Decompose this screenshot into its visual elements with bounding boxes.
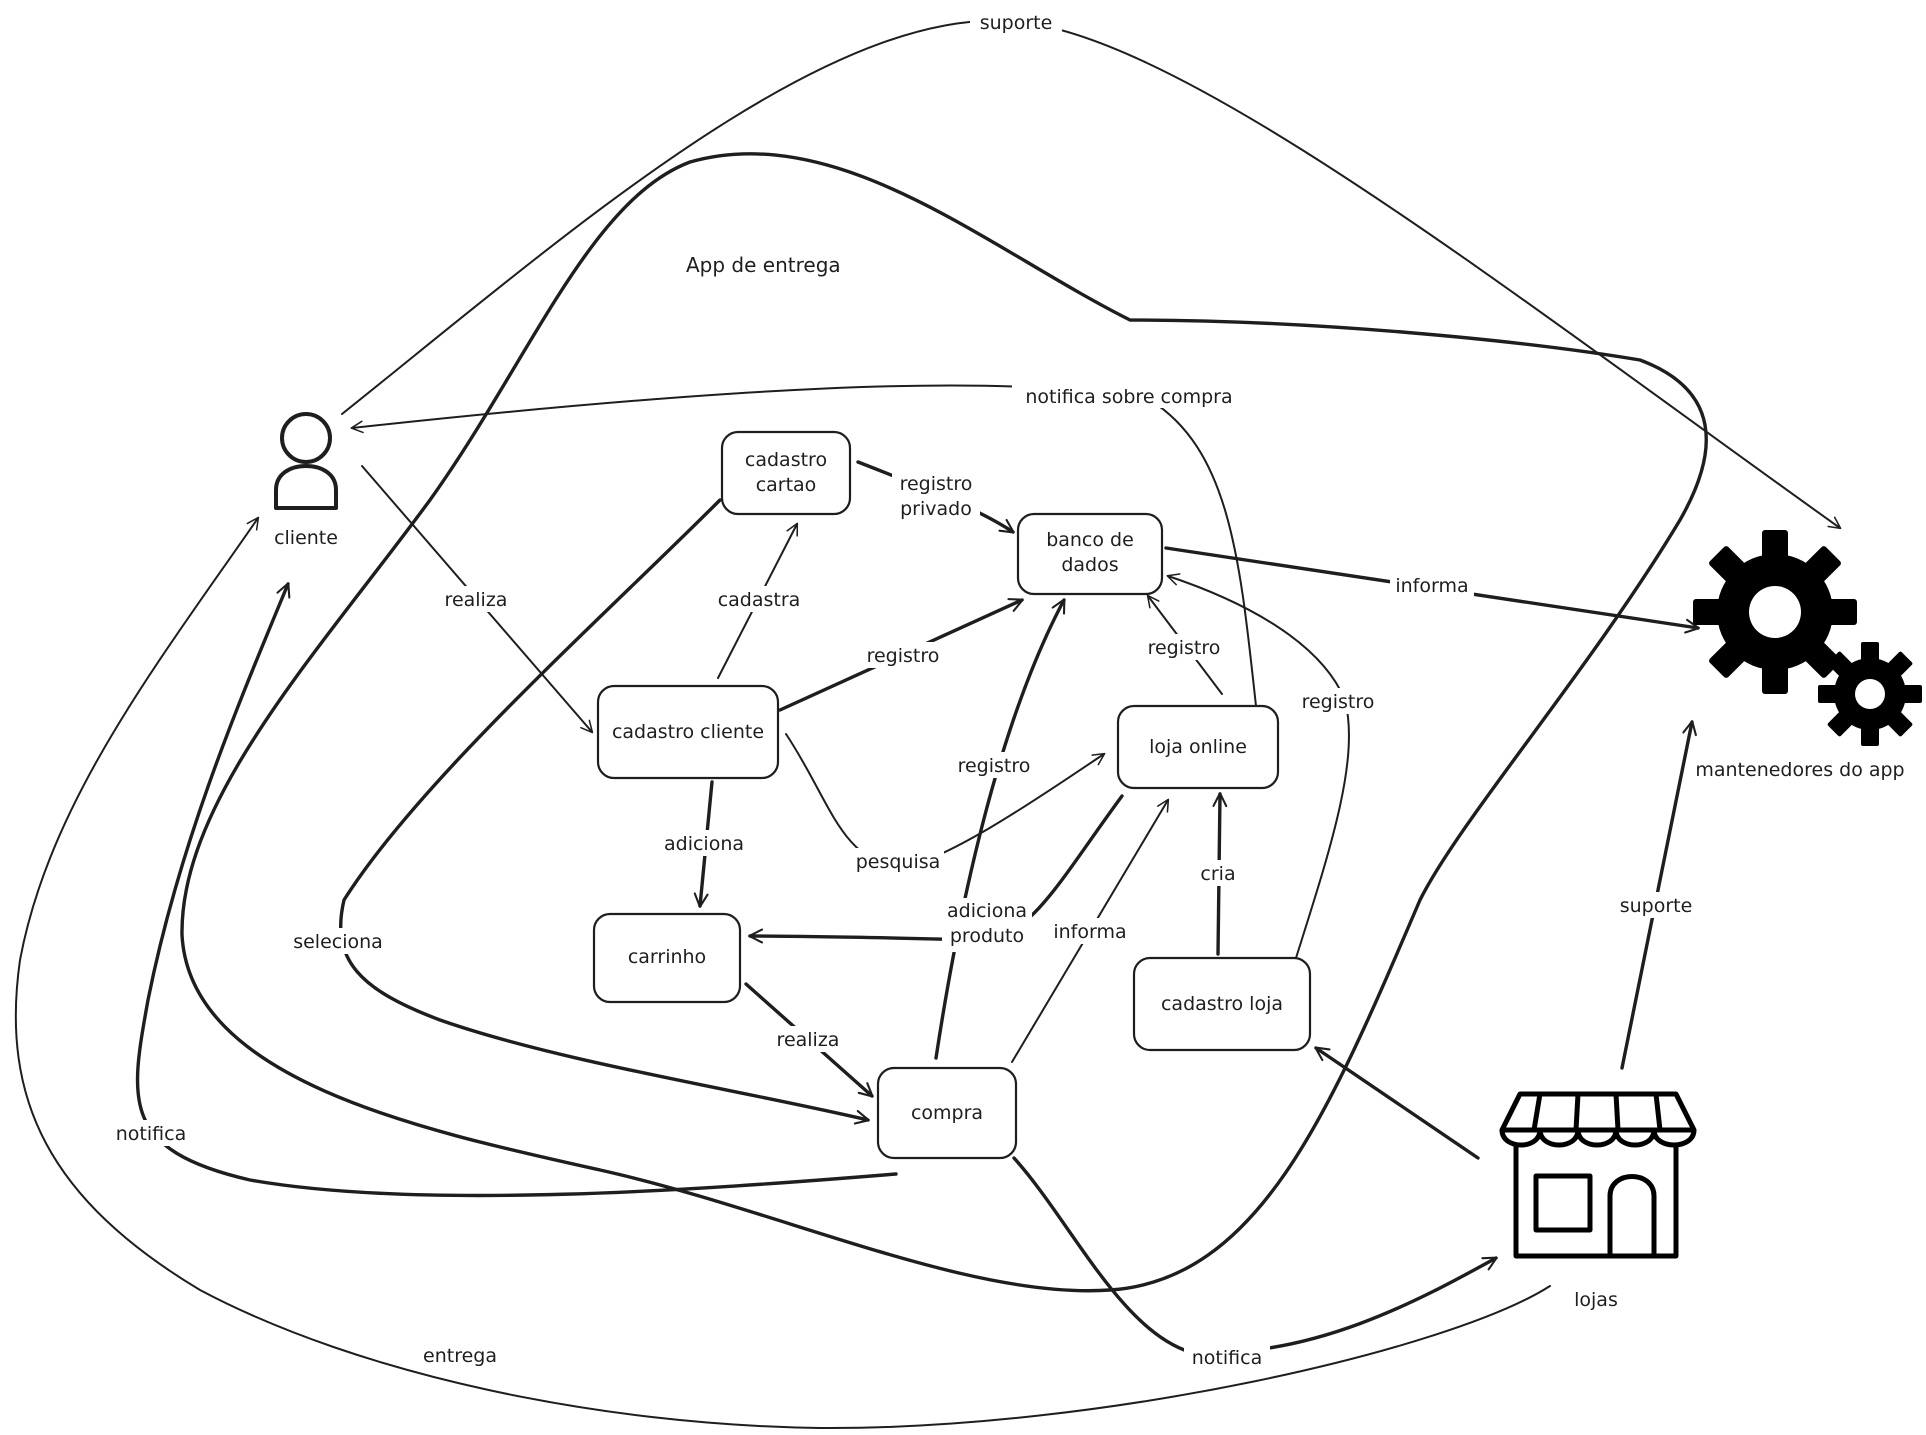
actor-mantenedores-label: mantenedores do app <box>1695 759 1904 781</box>
node-compra[interactable]: compra <box>876 1066 1018 1160</box>
gears-icon <box>1693 530 1922 746</box>
node-carrinho-label: carrinho <box>628 946 706 968</box>
node-cadastro-cartao-line2: cartao <box>756 474 817 496</box>
edge-suporte-top <box>341 19 1842 530</box>
actor-cliente-label: cliente <box>274 527 338 549</box>
node-banco-de-dados-line2: dados <box>1061 554 1118 576</box>
label-suporte-lojas: suporte <box>1620 895 1693 917</box>
edge-labels: suporte notifica sobre compra registro p… <box>108 8 1698 1370</box>
label-realiza-carrinho: realiza <box>777 1029 840 1051</box>
actor-lojas[interactable]: lojas <box>1499 1091 1697 1311</box>
node-cadastro-cliente[interactable]: cadastro cliente <box>596 684 780 780</box>
edges <box>14 19 1842 1430</box>
node-cadastro-cartao[interactable]: cadastro cartao <box>720 430 852 516</box>
actor-cliente[interactable]: cliente <box>274 412 338 549</box>
label-entrega: entrega <box>423 1345 497 1367</box>
label-informa-banco: informa <box>1395 575 1468 597</box>
node-carrinho[interactable]: carrinho <box>592 912 742 1004</box>
label-cria: cria <box>1200 863 1235 885</box>
edge-lojas-cadastro-loja <box>1314 1046 1480 1160</box>
label-suporte-top: suporte <box>980 12 1053 34</box>
label-notifica-sobre-compra: notifica sobre compra <box>1025 386 1232 408</box>
node-loja-online-label: loja online <box>1149 736 1247 758</box>
node-compra-label: compra <box>911 1102 983 1124</box>
label-cadastra: cadastra <box>718 589 801 611</box>
label-adiciona-produto-1: adiciona <box>947 900 1027 922</box>
edge-enclosing-loop <box>180 152 1708 1293</box>
edge-pesquisa <box>785 733 1106 869</box>
node-cadastro-loja-label: cadastro loja <box>1161 993 1283 1015</box>
label-seleciona: seleciona <box>293 931 383 953</box>
label-registro-cadastro-loja: registro <box>1302 691 1375 713</box>
label-registro-compra: registro <box>958 755 1031 777</box>
label-notifica-left: notifica <box>116 1123 186 1145</box>
node-cadastro-cartao-line1: cadastro <box>745 449 827 471</box>
edge-notifica-left <box>135 582 898 1198</box>
diagram-title: App de entrega <box>686 253 841 277</box>
node-loja-online[interactable]: loja online <box>1116 704 1280 790</box>
edge-seleciona <box>339 498 870 1125</box>
edge-registro-compra <box>934 598 1066 1060</box>
node-cadastro-loja[interactable]: cadastro loja <box>1132 956 1312 1052</box>
actor-mantenedores[interactable]: mantenedores do app <box>1693 530 1922 781</box>
label-registro-loja-online: registro <box>1148 637 1221 659</box>
label-pesquisa: pesquisa <box>856 851 941 873</box>
label-registro-cliente: registro <box>867 645 940 667</box>
actor-lojas-label: lojas <box>1574 1289 1618 1311</box>
node-banco-de-dados[interactable]: banco de dados <box>1016 512 1164 596</box>
person-icon <box>274 412 338 510</box>
label-registro-privado-2: privado <box>900 498 972 520</box>
label-registro-privado-1: registro <box>900 473 973 495</box>
label-informa-compra: informa <box>1053 921 1126 943</box>
node-cadastro-cliente-label: cadastro cliente <box>612 721 764 743</box>
edge-notifica-bottom <box>1012 1156 1498 1355</box>
node-banco-de-dados-line1: banco de <box>1046 529 1134 551</box>
edge-entrega <box>14 516 1551 1430</box>
label-adiciona: adiciona <box>664 833 744 855</box>
label-realiza-cliente: realiza <box>445 589 508 611</box>
label-adiciona-produto-2: produto <box>950 925 1024 947</box>
label-notifica-bottom: notifica <box>1192 1347 1262 1369</box>
storefront-icon <box>1499 1091 1697 1259</box>
